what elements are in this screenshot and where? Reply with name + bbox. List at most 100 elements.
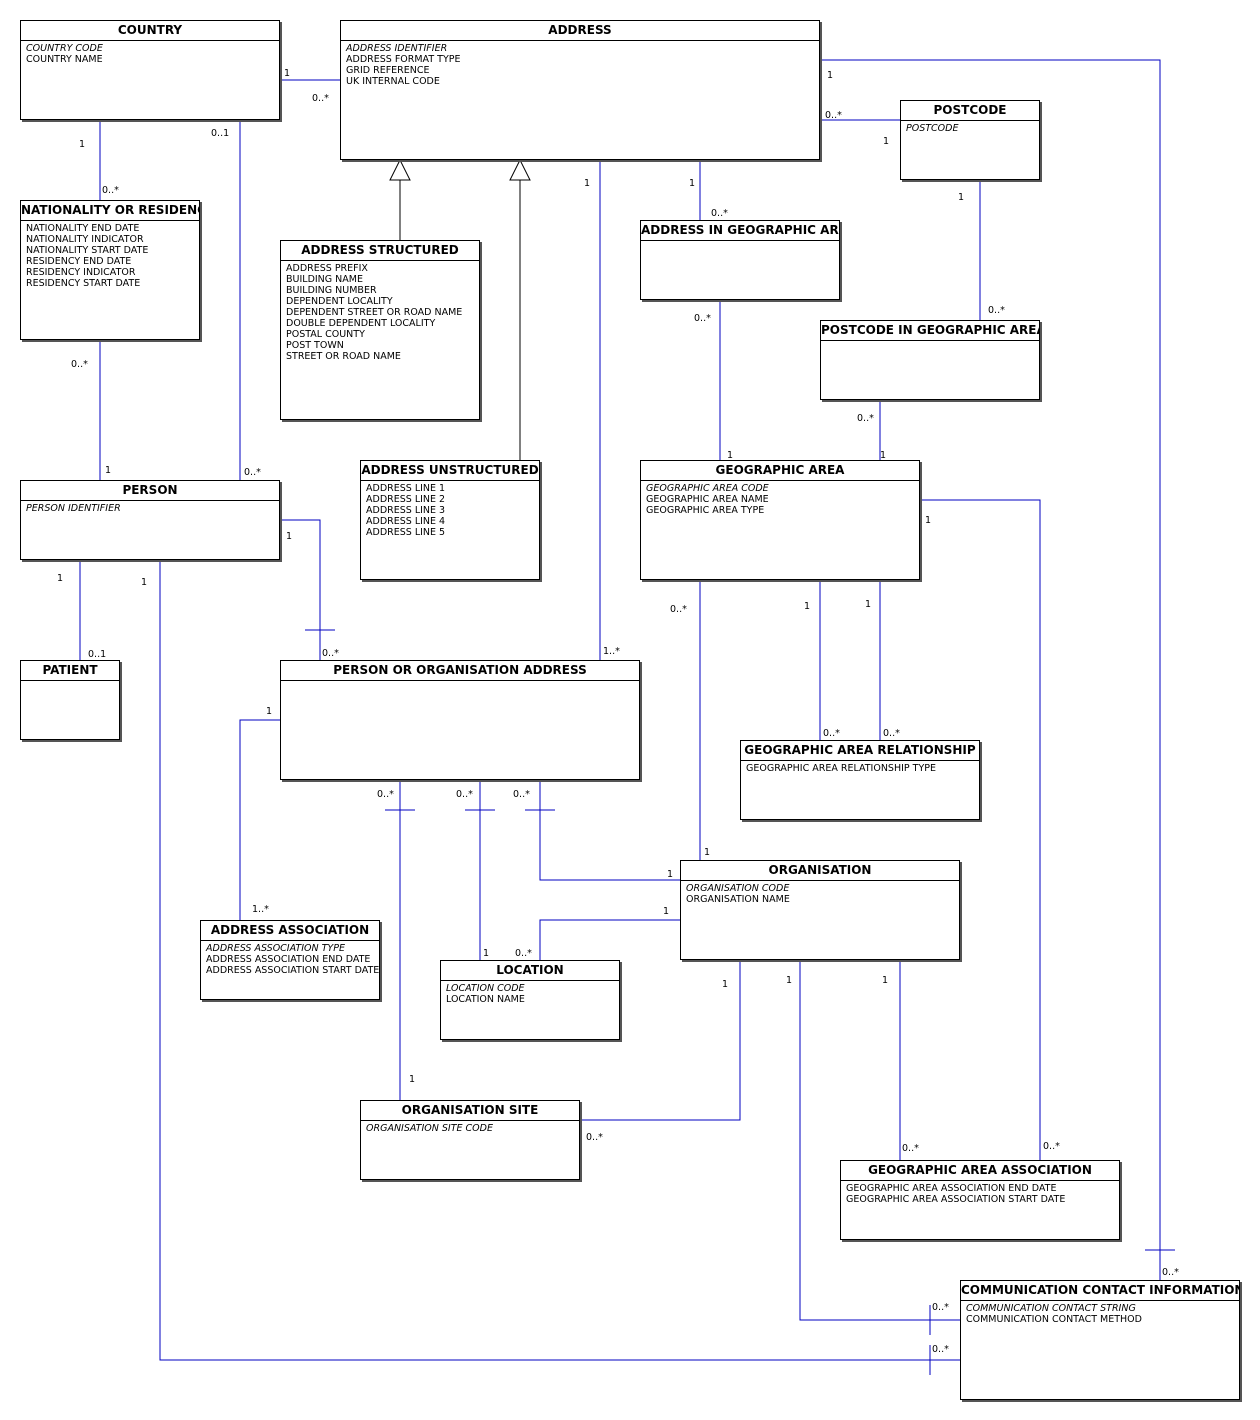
relationship-line xyxy=(239,719,280,920)
attribute: ADDRESS LINE 5 xyxy=(366,527,446,538)
multiplicity-label: 0..* xyxy=(711,208,728,219)
attribute: ADDRESS LINE 4 xyxy=(366,516,446,527)
relationship-line xyxy=(820,59,1161,1280)
attribute: NATIONALITY END DATE xyxy=(26,223,140,234)
multiplicity-label: 1 xyxy=(865,599,872,610)
entity-title: PERSON OR ORGANISATION ADDRESS xyxy=(281,661,639,681)
multiplicity-label: 1 xyxy=(704,847,711,858)
attribute: GEOGRAPHIC AREA RELATIONSHIP TYPE xyxy=(746,763,936,774)
entity-title: NATIONALITY OR RESIDENCY xyxy=(21,201,199,221)
key-attribute: COUNTRY CODE xyxy=(26,43,103,54)
multiplicity-label: 0..* xyxy=(377,789,394,800)
entity-title: ADDRESS IN GEOGRAPHIC AREA xyxy=(641,221,839,241)
multiplicity-label: 0..* xyxy=(694,313,711,324)
relationship-line xyxy=(280,519,321,660)
attribute: DEPENDENT LOCALITY xyxy=(286,296,393,307)
multiplicity-label: 0..* xyxy=(312,93,329,104)
entity-nationality[interactable]: NATIONALITY OR RESIDENCY NATIONALITY END … xyxy=(20,200,200,340)
multiplicity-label: 1 xyxy=(925,515,932,526)
attribute: ADDRESS LINE 3 xyxy=(366,505,446,516)
multiplicity-label: 1 xyxy=(584,178,591,189)
multiplicity-label: 0..1 xyxy=(88,649,107,660)
entity-attributes xyxy=(821,341,1039,343)
relationship-line xyxy=(580,960,741,1121)
entity-title: PERSON xyxy=(21,481,279,501)
multiplicity-label: 1 xyxy=(883,136,890,147)
entity-patient[interactable]: PATIENT xyxy=(20,660,120,740)
attribute: BUILDING NUMBER xyxy=(286,285,377,296)
entity-poa[interactable]: PERSON OR ORGANISATION ADDRESS xyxy=(280,660,640,780)
entity-title: ORGANISATION SITE xyxy=(361,1101,579,1121)
key-attribute: ADDRESS IDENTIFIER xyxy=(346,43,448,54)
multiplicity-label: 1 xyxy=(689,178,696,189)
attribute: COMMUNICATION CONTACT METHOD xyxy=(966,1314,1142,1325)
multiplicity-label: 1 xyxy=(786,975,793,986)
relationship-line xyxy=(539,919,680,960)
entity-attributes: GEOGRAPHIC AREA RELATIONSHIP TYPE xyxy=(741,761,979,774)
entity-attributes: ORGANISATION SITE CODE xyxy=(361,1121,579,1134)
entity-title: GEOGRAPHIC AREA xyxy=(641,461,919,481)
entity-title: COUNTRY xyxy=(21,21,279,41)
multiplicity-label: 1 xyxy=(882,975,889,986)
attribute: ADDRESS FORMAT TYPE xyxy=(346,54,461,65)
multiplicity-label: 0..* xyxy=(988,305,1005,316)
entity-attributes: PERSON IDENTIFIER xyxy=(21,501,279,514)
attribute: ADDRESS LINE 2 xyxy=(366,494,446,505)
generalization-arrow xyxy=(389,158,411,181)
attribute: POSTAL COUNTY xyxy=(286,329,365,340)
multiplicity-label: 1 xyxy=(667,869,674,880)
attribute: RESIDENCY START DATE xyxy=(26,278,141,289)
entity-title: COMMUNICATION CONTACT INFORMATION xyxy=(961,1281,1239,1301)
multiplicity-label: 0..* xyxy=(456,789,473,800)
entity-title: ADDRESS STRUCTURED xyxy=(281,241,479,261)
attribute: UK INTERNAL CODE xyxy=(346,76,440,87)
multiplicity-label: 0..* xyxy=(244,467,261,478)
key-attribute: GEOGRAPHIC AREA CODE xyxy=(646,483,769,494)
attribute: COUNTRY NAME xyxy=(26,54,103,65)
attribute: GEOGRAPHIC AREA NAME xyxy=(646,494,769,505)
entity-address-in-geo[interactable]: ADDRESS IN GEOGRAPHIC AREA xyxy=(640,220,840,300)
relationship-line xyxy=(799,960,960,1321)
attribute: POST TOWN xyxy=(286,340,344,351)
entity-postcode-in-geo[interactable]: POSTCODE IN GEOGRAPHIC AREA xyxy=(820,320,1040,400)
multiplicity-label: 0..* xyxy=(102,185,119,196)
multiplicity-label: 1..* xyxy=(252,904,269,915)
attribute: ADDRESS ASSOCIATION START DATE xyxy=(206,965,380,976)
multiplicity-label: 0..* xyxy=(513,789,530,800)
multiplicity-label: 0..* xyxy=(932,1302,949,1313)
multiplicity-label: 1 xyxy=(483,948,490,959)
multiplicity-label: 0..* xyxy=(857,413,874,424)
attribute: BUILDING NAME xyxy=(286,274,363,285)
multiplicity-label: 1 xyxy=(105,465,112,476)
attribute: GEOGRAPHIC AREA ASSOCIATION START DATE xyxy=(846,1194,1066,1205)
attribute: LOCATION NAME xyxy=(446,994,525,1005)
multiplicity-label: 1 xyxy=(266,706,273,717)
multiplicity-label: 1 xyxy=(804,601,811,612)
attribute: RESIDENCY END DATE xyxy=(26,256,132,267)
multiplicity-label: 1 xyxy=(722,979,729,990)
relationship-line xyxy=(539,780,680,881)
attribute: ORGANISATION NAME xyxy=(686,894,790,905)
attribute: GEOGRAPHIC AREA TYPE xyxy=(646,505,765,516)
key-attribute: POSTCODE xyxy=(906,123,959,134)
